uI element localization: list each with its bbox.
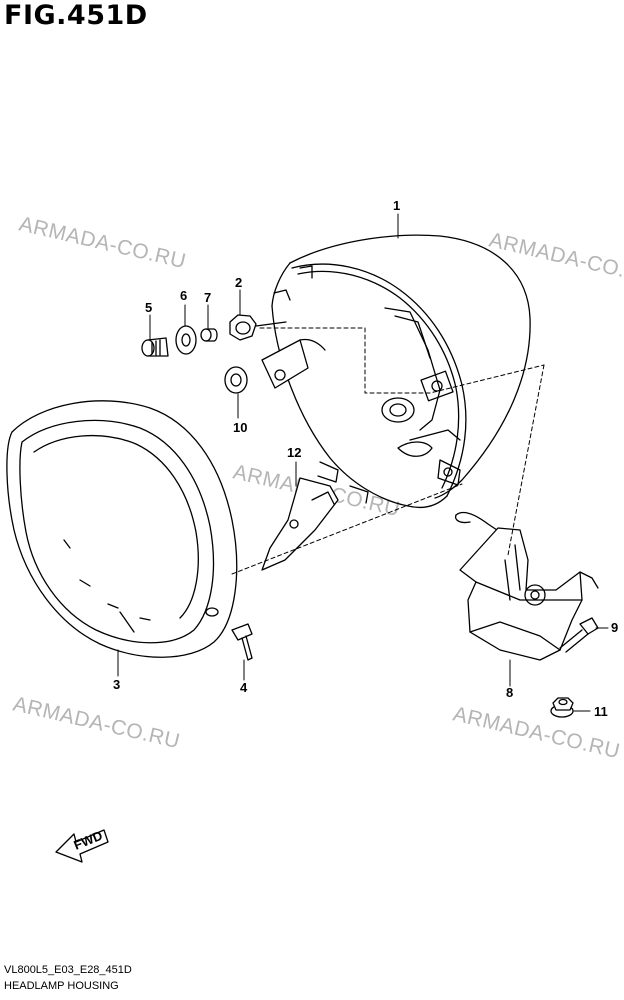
screw-part-4: [231, 623, 253, 661]
collar-part-7: [200, 328, 218, 342]
callout-2: 2: [235, 275, 242, 290]
callout-3: 3: [113, 677, 120, 692]
bolt-part-5: [141, 337, 169, 357]
watermark: ARMADA-CO.RU: [11, 692, 182, 753]
figure-code: VL800L5_E03_E28_451D: [4, 964, 132, 976]
grommet-part-10: [224, 366, 248, 394]
leader-lines: [117, 213, 609, 712]
callout-7: 7: [204, 290, 211, 305]
callout-1: 1: [393, 198, 400, 213]
fwd-arrow-icon: [55, 829, 109, 863]
callout-5: 5: [145, 300, 152, 315]
reflector-bracket-part-12: [261, 477, 339, 571]
washer-part-6: [175, 325, 197, 355]
headlamp-housing-shell: [261, 234, 531, 509]
headlamp-rim-ring: [6, 400, 238, 658]
callout-11: 11: [594, 704, 608, 719]
nut-part-2: [229, 314, 287, 341]
flange-nut-part-11: [550, 697, 574, 718]
callout-8: 8: [506, 685, 513, 700]
figure-title: FIG.451D: [4, 0, 148, 31]
callout-6: 6: [180, 288, 187, 303]
callout-9: 9: [611, 620, 618, 635]
figure-caption: HEADLAMP HOUSING: [4, 980, 119, 992]
mounting-bracket-part-8: [454, 511, 599, 661]
callout-12: 12: [287, 445, 301, 460]
callout-10: 10: [233, 420, 247, 435]
callout-4: 4: [240, 680, 248, 695]
watermark: ARMADA-CO.RU: [17, 212, 188, 273]
